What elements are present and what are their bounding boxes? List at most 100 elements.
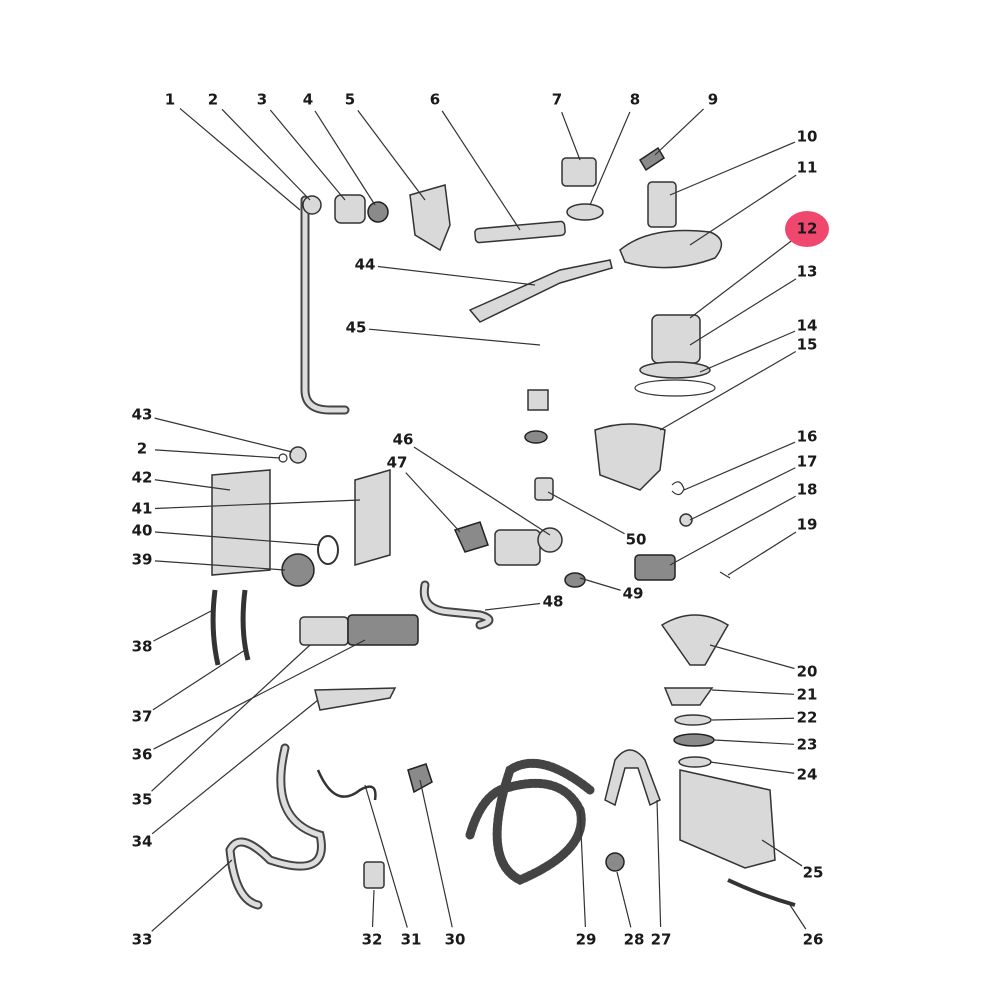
part-14-ring [639, 361, 711, 379]
part-label-14[interactable]: 14 [797, 317, 818, 335]
part-25-salt-container [679, 769, 776, 869]
part-label-19[interactable]: 19 [797, 516, 818, 534]
part-21-nut [663, 687, 714, 706]
part-48-hose [419, 580, 494, 630]
part-label-22[interactable]: 22 [797, 709, 818, 727]
part-label-27[interactable]: 27 [651, 931, 672, 949]
part-label-5[interactable]: 5 [345, 91, 355, 109]
leader-line-1 [179, 107, 301, 211]
part-label-15[interactable]: 15 [797, 336, 818, 354]
part-label-9[interactable]: 9 [708, 91, 718, 109]
part-45-nut [524, 430, 548, 444]
part-label-10[interactable]: 10 [797, 128, 818, 146]
part-10-filter [647, 181, 677, 228]
leader-line-26 [789, 904, 807, 930]
leader-line-35 [151, 644, 311, 792]
part-label-49[interactable]: 49 [623, 585, 644, 603]
part-label-36[interactable]: 36 [132, 746, 153, 764]
part-38-hose [210, 589, 221, 666]
leader-line-3 [269, 109, 346, 201]
part-label-21[interactable]: 21 [797, 686, 818, 704]
part-27-bracket [604, 749, 661, 807]
part-13-filter-cup [651, 314, 701, 364]
leader-line-39 [154, 560, 286, 571]
part-label-8[interactable]: 8 [630, 91, 640, 109]
leader-line-50 [547, 491, 625, 535]
part-6-tube [474, 220, 566, 244]
part-label-30[interactable]: 30 [445, 931, 466, 949]
leader-line-27 [656, 799, 662, 928]
part-label-2[interactable]: 2 [208, 91, 218, 109]
part-15-gasket [634, 379, 716, 397]
part-label-34[interactable]: 34 [132, 833, 153, 851]
part-23-seal [673, 733, 715, 747]
part-label-23[interactable]: 23 [797, 736, 818, 754]
part-33-inlet-hose [225, 743, 326, 910]
part-label-38[interactable]: 38 [132, 638, 153, 656]
part-11-plate [619, 229, 723, 269]
part-label-25[interactable]: 25 [803, 864, 824, 882]
part-label-46[interactable]: 46 [393, 431, 414, 449]
part-18-heater-sensor [634, 554, 676, 581]
part-label-45[interactable]: 45 [346, 319, 367, 337]
part-7-holder [561, 157, 597, 187]
part-label-28[interactable]: 28 [624, 931, 645, 949]
part-label-17[interactable]: 17 [797, 453, 818, 471]
part-label-29[interactable]: 29 [576, 931, 597, 949]
part-label-35[interactable]: 35 [132, 791, 153, 809]
part-label-2[interactable]: 2 [137, 440, 147, 458]
part-label-13[interactable]: 13 [797, 263, 818, 281]
part-label-33[interactable]: 33 [132, 931, 153, 949]
part-1-drain-pipe [300, 195, 350, 415]
leader-line-34 [151, 699, 319, 835]
part-28-plug [605, 852, 625, 872]
part-label-26[interactable]: 26 [803, 931, 824, 949]
part-label-37[interactable]: 37 [132, 708, 153, 726]
leader-line-9 [654, 108, 704, 156]
part-22-washer [674, 714, 712, 726]
part-41-air-break [354, 469, 391, 566]
part-label-44[interactable]: 44 [355, 256, 376, 274]
part-label-12[interactable]: 12 [797, 220, 818, 238]
part-label-20[interactable]: 20 [797, 663, 818, 681]
part-label-16[interactable]: 16 [797, 428, 818, 446]
part-label-31[interactable]: 31 [401, 931, 422, 949]
part-2-seal-b [278, 453, 288, 463]
part-46-pump [494, 529, 541, 566]
part-44-spray-arm [468, 259, 613, 323]
part-label-47[interactable]: 47 [387, 454, 408, 472]
leader-line-40 [154, 531, 321, 546]
part-label-48[interactable]: 48 [543, 593, 564, 611]
leader-line-20 [709, 644, 795, 670]
part-17-valve [679, 513, 693, 527]
part-20-funnel [660, 614, 730, 666]
part-label-39[interactable]: 39 [132, 551, 153, 569]
leader-line-37 [152, 649, 246, 711]
part-label-40[interactable]: 40 [132, 522, 153, 540]
part-label-42[interactable]: 42 [132, 469, 153, 487]
part-40-ring [317, 535, 339, 565]
leader-line-4 [314, 110, 376, 206]
part-label-41[interactable]: 41 [132, 500, 153, 518]
leader-line-18 [669, 495, 796, 566]
part-39-filter [281, 553, 315, 587]
leader-line-46 [413, 446, 551, 536]
part-label-32[interactable]: 32 [362, 931, 383, 949]
part-label-50[interactable]: 50 [626, 531, 647, 549]
part-label-18[interactable]: 18 [797, 481, 818, 499]
part-label-7[interactable]: 7 [552, 91, 562, 109]
part-50-seal [534, 477, 554, 501]
leader-line-17 [689, 467, 796, 521]
part-label-24[interactable]: 24 [797, 766, 818, 784]
part-47-seal [453, 521, 489, 553]
part-label-3[interactable]: 3 [257, 91, 267, 109]
part-label-4[interactable]: 4 [303, 91, 313, 109]
part-42-water-tank [211, 469, 271, 576]
leader-line-23 [713, 739, 795, 745]
part-drawings [210, 146, 796, 910]
part-label-11[interactable]: 11 [797, 159, 818, 177]
leader-line-31 [364, 784, 408, 928]
part-label-43[interactable]: 43 [132, 406, 153, 424]
part-label-1[interactable]: 1 [165, 91, 175, 109]
part-label-6[interactable]: 6 [430, 91, 440, 109]
